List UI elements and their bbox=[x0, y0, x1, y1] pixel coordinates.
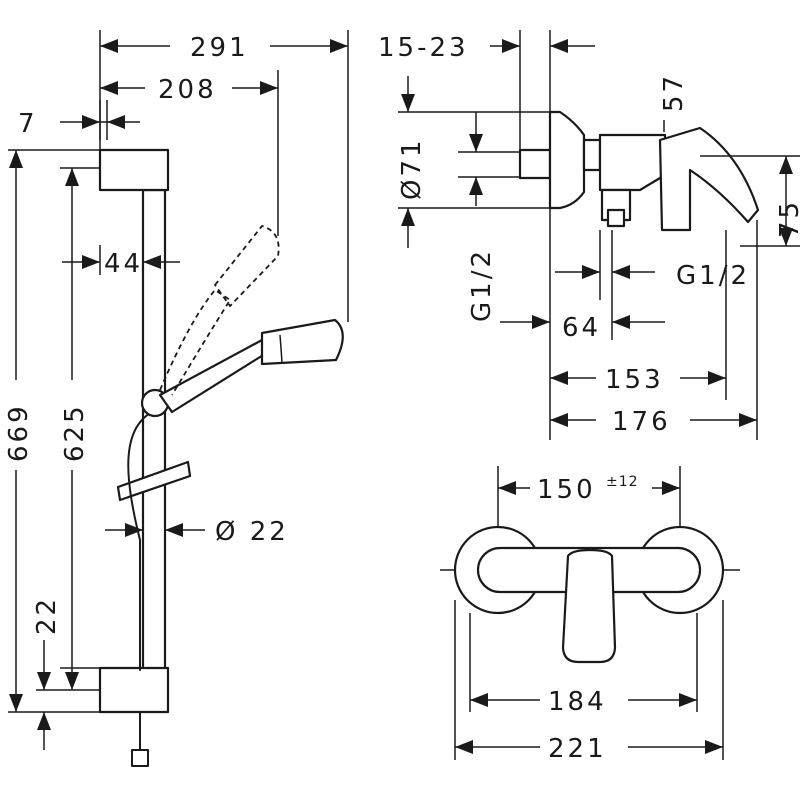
right-top-extension-lines bbox=[398, 30, 800, 440]
dimension-15-23: 15-23 bbox=[378, 33, 595, 63]
dimension-221: 221 bbox=[455, 734, 723, 764]
dimension-44-label: 44 bbox=[104, 249, 143, 279]
mixer-body bbox=[598, 133, 667, 192]
dimension-15-23-label: 15-23 bbox=[378, 33, 469, 63]
mixer-lever-front bbox=[561, 548, 617, 664]
dimension-150-tolerance: ±12 bbox=[606, 474, 639, 490]
thread-dimension-right: G1/2 bbox=[555, 261, 750, 291]
dimension-291-label: 291 bbox=[190, 33, 249, 63]
dimension-291: 291 bbox=[100, 33, 348, 63]
front-extension-lines bbox=[454, 466, 724, 760]
dimension-7: 7 bbox=[18, 100, 140, 140]
dimension-64: 64 bbox=[500, 313, 665, 343]
dimension-diameter-71-label: Ø71 bbox=[397, 137, 427, 200]
mixer-front-view bbox=[440, 525, 740, 664]
eccentric-nut bbox=[582, 138, 602, 172]
dimension-184: 184 bbox=[470, 687, 697, 717]
top-wall-bracket bbox=[98, 148, 170, 192]
slider-clamp bbox=[116, 460, 192, 502]
thread-g12-right-label: G1/2 bbox=[676, 261, 750, 291]
dimension-153: 153 bbox=[550, 365, 726, 395]
dimension-669: 669 bbox=[4, 150, 34, 712]
dimension-7-label: 7 bbox=[18, 109, 38, 139]
wall-connector bbox=[518, 148, 552, 180]
dimension-diameter-22-label: Ø 22 bbox=[215, 517, 289, 547]
left-extension-lines bbox=[8, 30, 349, 713]
dimension-176-label: 176 bbox=[612, 407, 671, 437]
bottom-wall-bracket bbox=[98, 666, 170, 714]
dimension-75: 75 bbox=[775, 156, 800, 246]
connector-height-marks bbox=[469, 112, 483, 206]
dimension-44: 44 bbox=[62, 245, 180, 279]
dimension-22-height: 22 bbox=[32, 596, 62, 750]
dimension-625: 625 bbox=[60, 168, 90, 690]
dimension-669-label: 669 bbox=[4, 403, 34, 462]
hand-shower-head bbox=[260, 318, 344, 366]
dimension-208: 208 bbox=[100, 75, 278, 105]
dimension-153-label: 153 bbox=[605, 365, 664, 395]
dimension-diameter-22: Ø 22 bbox=[105, 517, 289, 547]
dimension-150: 150 ±12 bbox=[498, 474, 680, 505]
mixer-lever bbox=[658, 126, 760, 232]
shower-rail-set bbox=[98, 148, 344, 767]
thread-g12-left-label: G1/2 bbox=[467, 248, 497, 322]
dimension-57-label: 57 bbox=[659, 73, 689, 112]
dimension-184-label: 184 bbox=[548, 687, 607, 717]
dimension-221-label: 221 bbox=[548, 734, 607, 764]
thread-label-left: G1/2 bbox=[467, 248, 497, 322]
dimension-75-label: 75 bbox=[775, 199, 800, 238]
dimension-64-label: 64 bbox=[562, 313, 601, 343]
mixer-side-view bbox=[518, 110, 760, 232]
escutcheon bbox=[548, 110, 586, 210]
dimension-22-height-label: 22 bbox=[32, 596, 62, 635]
dimension-57: 57 bbox=[659, 73, 689, 132]
dimension-diameter-71: Ø71 bbox=[397, 76, 427, 248]
dimension-625-label: 625 bbox=[60, 403, 90, 462]
dimension-208-label: 208 bbox=[158, 75, 217, 105]
hand-shower bbox=[158, 338, 270, 414]
hose-end-fitting bbox=[131, 749, 149, 767]
dimension-150-label: 150 bbox=[537, 475, 596, 505]
dimension-176: 176 bbox=[550, 407, 757, 437]
